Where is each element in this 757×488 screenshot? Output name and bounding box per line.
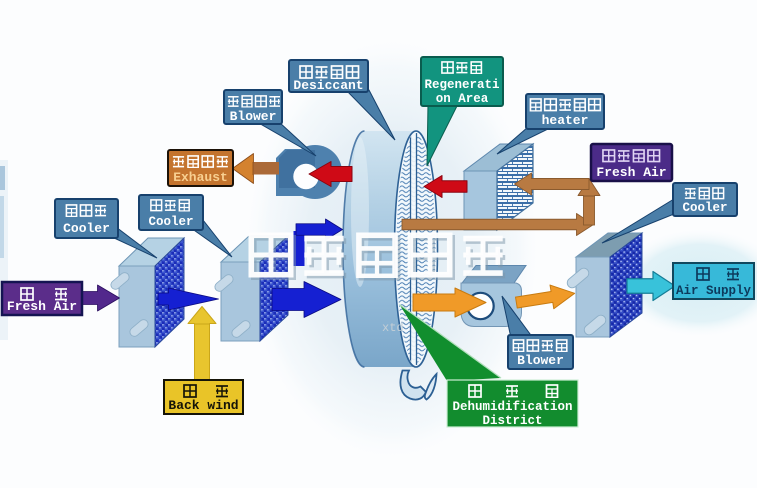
svg-text:Blower: Blower xyxy=(230,109,277,124)
svg-text:Exhaust: Exhaust xyxy=(173,170,228,185)
svg-text:Dehumidification: Dehumidification xyxy=(452,400,572,414)
svg-text:Back wind: Back wind xyxy=(168,398,238,413)
svg-text:Cooler: Cooler xyxy=(63,221,110,236)
svg-text:Air Supply: Air Supply xyxy=(676,284,752,298)
svg-text:on Area: on Area xyxy=(436,92,489,106)
svg-text:Blower: Blower xyxy=(517,353,564,368)
svg-text:Fresh Air: Fresh Air xyxy=(7,299,77,314)
svg-text:District: District xyxy=(482,414,542,428)
svg-text:Desiccant: Desiccant xyxy=(293,78,363,93)
svg-text:xtd: xtd xyxy=(382,321,404,335)
svg-text:Cooler: Cooler xyxy=(682,201,727,215)
svg-text:Fresh Air: Fresh Air xyxy=(596,165,666,180)
svg-text:Cooler: Cooler xyxy=(148,215,193,229)
svg-text:heater: heater xyxy=(542,113,589,128)
svg-text:Regenerati: Regenerati xyxy=(424,78,499,92)
